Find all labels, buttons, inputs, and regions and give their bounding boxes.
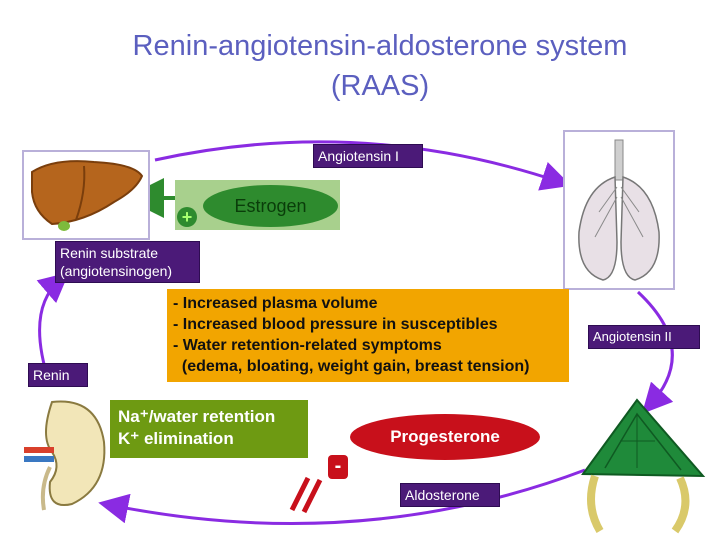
arrow-adrenal-to-kidney xyxy=(98,468,586,525)
page-title: Renin-angiotensin-aldosterone system (RA… xyxy=(40,26,720,106)
renin-label: Renin xyxy=(28,363,88,387)
lungs-image xyxy=(563,130,675,290)
renin-substrate-line-1: Renin substrate xyxy=(60,245,159,261)
adrenal-image xyxy=(575,396,710,536)
angiotensin-i-label: Angiotensin I xyxy=(313,144,423,168)
effect-item: - Water retention-related symptoms xyxy=(173,337,442,354)
title-line-1: Renin-angiotensin-aldosterone system xyxy=(132,30,628,62)
plus-sign: + xyxy=(177,207,197,227)
sodium-line-1: Na⁺/water retention xyxy=(118,407,276,426)
arrow-liver-to-lungs xyxy=(154,140,572,191)
angiotensin-ii-label: Angiotensin II xyxy=(588,325,700,349)
renin-substrate-label: Renin substrate (angiotensinogen) xyxy=(55,241,200,283)
liver-icon xyxy=(31,160,144,231)
minus-sign: - xyxy=(328,455,348,479)
renin-substrate-line-2: (angiotensinogen) xyxy=(60,263,173,279)
liver-image xyxy=(22,150,150,240)
block-mark-2 xyxy=(301,478,323,514)
kidney-image xyxy=(22,392,112,512)
estrogen-oval: Estrogen xyxy=(203,185,338,227)
sodium-water-box: Na⁺/water retention K⁺ elimination xyxy=(110,400,308,458)
effects-box: - Increased plasma volume - Increased bl… xyxy=(167,289,569,382)
sodium-line-2: K⁺ elimination xyxy=(118,429,234,448)
arrow-lungs-to-adrenal xyxy=(636,290,674,414)
lungs-icon xyxy=(578,139,660,281)
effect-item: - Increased blood pressure in susceptibl… xyxy=(173,316,498,333)
block-mark-1 xyxy=(289,476,311,512)
aldosterone-label: Aldosterone xyxy=(400,483,500,507)
effect-item: (edema, bloating, weight gain, breast te… xyxy=(173,358,530,375)
progesterone-oval: Progesterone xyxy=(350,414,540,460)
adrenal-gland-icon xyxy=(581,398,706,534)
title-line-2: (RAAS) xyxy=(330,70,430,102)
kidney-icon xyxy=(24,400,106,511)
effect-item: - Increased plasma volume xyxy=(173,295,378,312)
